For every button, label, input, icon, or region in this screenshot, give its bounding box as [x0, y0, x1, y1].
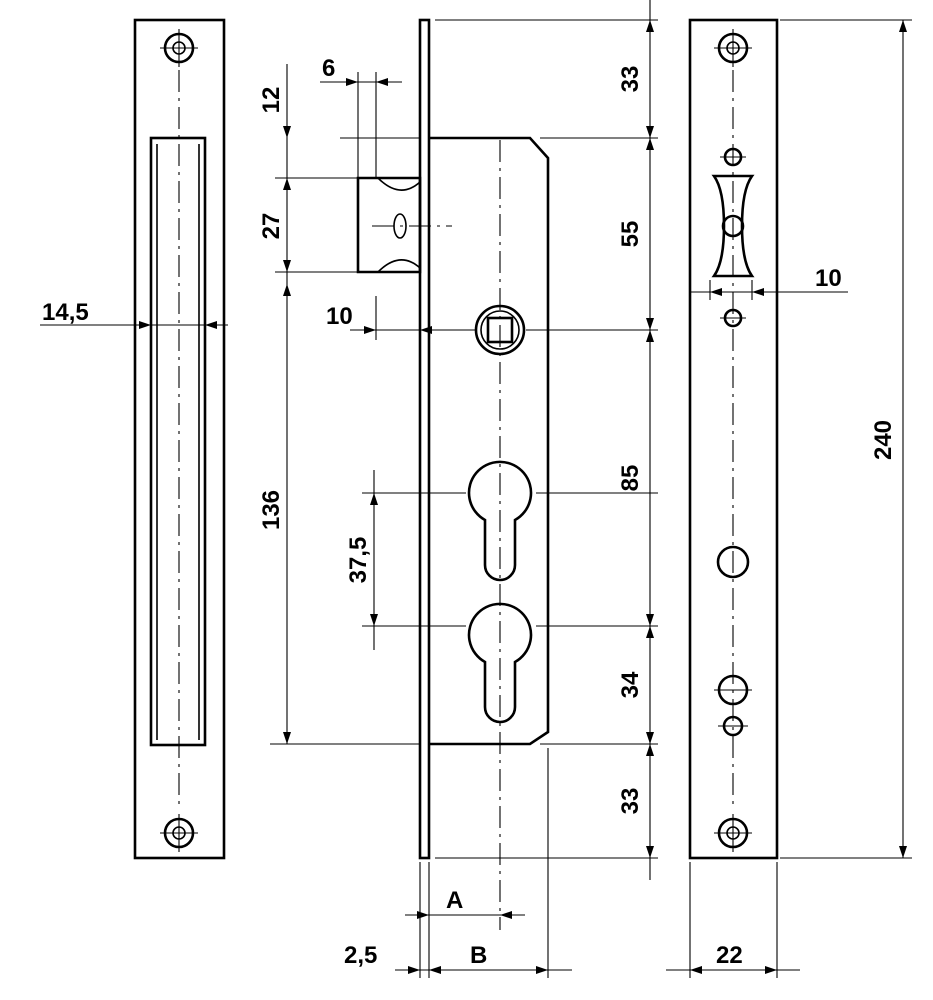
small-hole-follower-icon	[720, 308, 746, 328]
screw-hole-bottom-icon	[160, 814, 198, 852]
dim-faceplate-width: 22	[716, 942, 743, 969]
faceplate-front-view: 10 240 22	[666, 18, 912, 978]
strike-recess	[149, 136, 207, 747]
small-hole-lower-icon	[714, 674, 752, 737]
dim-backset-b: B	[470, 942, 487, 969]
dim-plate-width: 14,5	[42, 299, 89, 326]
screw-hole-bottom-icon	[714, 814, 752, 852]
round-hole-middle-icon	[716, 545, 750, 579]
cylinder-hole-upper-icon	[467, 460, 533, 582]
screw-hole-top-icon	[160, 29, 198, 67]
dead-bolt	[356, 176, 452, 274]
dim-lower-section: 34	[617, 671, 644, 698]
lock-body-view: 6 12 27 10 136 37,5 33	[258, 0, 658, 978]
dim-centre-distance: 136	[258, 490, 285, 530]
bolt-opening	[711, 174, 755, 278]
dim-strike-offset: 10	[815, 265, 842, 292]
dim-bolt-height: 27	[258, 213, 285, 240]
dim-bolt-to-follower: 10	[326, 303, 353, 330]
strike-plate-view: 14,5	[40, 18, 228, 860]
dim-backset-a: A	[446, 887, 463, 914]
dim-total-length: 240	[870, 420, 897, 460]
dim-bottom-margin: 33	[617, 788, 644, 815]
screw-hole-top-icon	[714, 29, 752, 67]
small-hole-upper-icon	[720, 147, 746, 167]
dim-upper-section: 55	[617, 221, 644, 248]
dim-cylinder-spacing: 37,5	[345, 537, 372, 584]
dim-middle-section: 85	[617, 465, 644, 492]
dim-top-margin: 33	[617, 66, 644, 93]
cylinder-hole-lower-icon	[467, 602, 533, 724]
dim-faceplate-thickness: 2,5	[344, 942, 377, 969]
dim-bolt-throw: 6	[322, 55, 335, 82]
dim-top-offset: 12	[258, 87, 285, 114]
